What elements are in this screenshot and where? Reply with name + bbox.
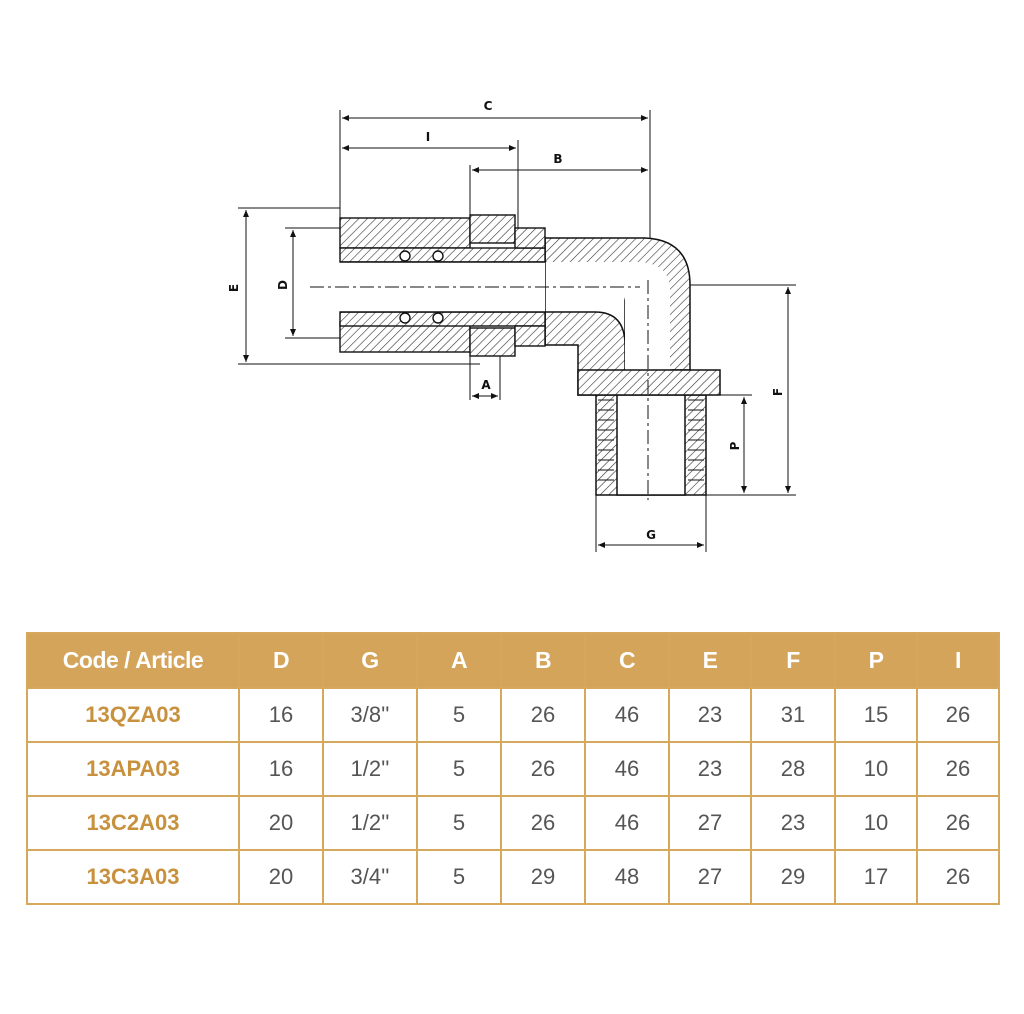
- dim-label-i: I: [426, 130, 430, 144]
- cell-a: 5: [416, 849, 502, 905]
- fitting-technical-drawing: C I B E D A F P G: [227, 99, 796, 552]
- header-b: B: [500, 632, 586, 689]
- cell-d: 16: [238, 687, 324, 743]
- cell-i: 26: [916, 741, 1000, 797]
- cell-a: 5: [416, 741, 502, 797]
- dim-label-b: B: [553, 152, 562, 166]
- article-code: 13C3A03: [26, 849, 240, 905]
- cell-e: 23: [668, 741, 752, 797]
- dim-label-d: D: [276, 280, 290, 290]
- cell-g: 3/4'': [322, 849, 418, 905]
- header-e: E: [668, 632, 752, 689]
- cell-i: 26: [916, 849, 1000, 905]
- cell-b: 26: [500, 795, 586, 851]
- cell-c: 48: [584, 849, 670, 905]
- cell-p: 15: [834, 687, 918, 743]
- dimension-lines: [238, 110, 796, 552]
- cell-p: 10: [834, 741, 918, 797]
- cell-d: 20: [238, 795, 324, 851]
- table-row: 13APA03 16 1/2'' 5 26 46 23 28 10 26: [26, 741, 1000, 797]
- table-row: 13C3A03 20 3/4'' 5 29 48 27 29 17 26: [26, 849, 1000, 905]
- elbow-body: [544, 237, 721, 496]
- header-code: Code / Article: [26, 632, 240, 689]
- article-code: 13APA03: [26, 741, 240, 797]
- cell-b: 29: [500, 849, 586, 905]
- cell-b: 26: [500, 741, 586, 797]
- table-row: 13C2A03 20 1/2'' 5 26 46 27 23 10 26: [26, 795, 1000, 851]
- cell-g: 1/2'': [322, 795, 418, 851]
- article-code: 13C2A03: [26, 795, 240, 851]
- dim-label-e: E: [227, 284, 241, 292]
- cell-p: 10: [834, 795, 918, 851]
- dimensions-table: Code / Article D G A B C E F P I 13QZA03…: [26, 632, 1000, 905]
- table-header-row: Code / Article D G A B C E F P I: [26, 632, 1000, 689]
- cell-f: 23: [750, 795, 836, 851]
- cell-f: 29: [750, 849, 836, 905]
- header-c: C: [584, 632, 670, 689]
- cell-g: 1/2'': [322, 741, 418, 797]
- cell-p: 17: [834, 849, 918, 905]
- table-row: 13QZA03 16 3/8'' 5 26 46 23 31 15 26: [26, 687, 1000, 743]
- dim-label-p: P: [728, 441, 742, 450]
- cell-g: 3/8'': [322, 687, 418, 743]
- cell-e: 27: [668, 795, 752, 851]
- header-i: I: [916, 632, 1000, 689]
- cell-a: 5: [416, 795, 502, 851]
- cell-c: 46: [584, 741, 670, 797]
- header-d: D: [238, 632, 324, 689]
- cell-f: 31: [750, 687, 836, 743]
- article-code: 13QZA03: [26, 687, 240, 743]
- dim-label-g: G: [646, 528, 656, 542]
- dim-label-a: A: [481, 378, 491, 392]
- cell-c: 46: [584, 687, 670, 743]
- press-sleeve: [339, 214, 546, 357]
- cell-f: 28: [750, 741, 836, 797]
- cell-e: 23: [668, 687, 752, 743]
- cell-c: 46: [584, 795, 670, 851]
- header-f: F: [750, 632, 836, 689]
- dim-label-c: C: [484, 99, 493, 113]
- cell-i: 26: [916, 687, 1000, 743]
- dim-label-f: F: [771, 388, 785, 396]
- header-a: A: [416, 632, 502, 689]
- header-p: P: [834, 632, 918, 689]
- center-line: [310, 280, 649, 500]
- cell-a: 5: [416, 687, 502, 743]
- cell-d: 16: [238, 741, 324, 797]
- header-g: G: [322, 632, 418, 689]
- cell-b: 26: [500, 687, 586, 743]
- cell-i: 26: [916, 795, 1000, 851]
- cell-d: 20: [238, 849, 324, 905]
- cell-e: 27: [668, 849, 752, 905]
